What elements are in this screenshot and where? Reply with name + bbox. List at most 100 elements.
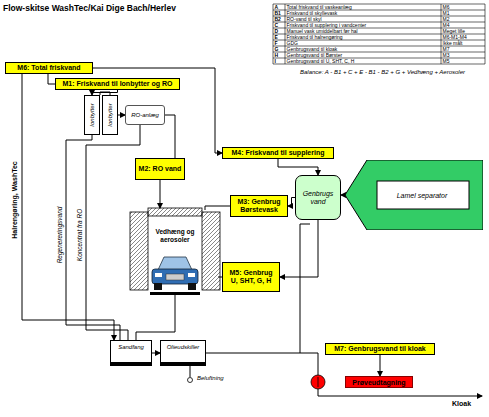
meter-box: M2: RO vand: [135, 158, 185, 180]
note-label: Vedhæng og aerosoler: [150, 228, 200, 243]
table-cell: H: [273, 52, 285, 58]
sample-box: Prøveudtagning: [345, 376, 413, 388]
meter-box: M1: Friskvand til Ionbytter og RO: [55, 78, 180, 90]
car-illustration: [158, 257, 192, 270]
table-cell: D: [273, 28, 285, 34]
table-cell: Genbrugsvand til U, SHT, C, H: [285, 58, 441, 64]
node-text: Ionbytter: [107, 103, 113, 126]
node-text: RO-anlæg: [131, 112, 159, 118]
car-wash: [130, 208, 220, 295]
note-label: Beluftning: [197, 375, 224, 381]
table-cell: Friskvand til skyllevask: [285, 10, 441, 16]
car-illustration: [152, 269, 198, 284]
aeration-symbol: [188, 378, 193, 383]
ro-unit: RO-anlæg: [125, 105, 165, 125]
table-cell: Genbrugsvand til Børster: [285, 52, 441, 58]
node-text: M2: RO vand: [139, 165, 182, 173]
note-label: Kloak: [452, 400, 471, 407]
pipe-connector: [380, 355, 381, 376]
note-label: Regenereringsvand: [56, 207, 63, 264]
pipe-connector: [152, 353, 160, 354]
table-cell: Manuel vask umiddelbart før hal: [285, 28, 441, 34]
car-wash: [130, 212, 148, 290]
pipe: [22, 68, 482, 396]
pipe: [66, 135, 120, 340]
car-illustration: [155, 273, 162, 277]
car-wash: [150, 292, 200, 295]
table-cell: M7: [441, 46, 485, 52]
sand-trap: Sandfang: [110, 340, 152, 366]
table-cell: M3: [441, 52, 485, 58]
table-cell: M2: [441, 16, 485, 22]
pipe-connector: [118, 115, 125, 116]
node-text: Ionbytter: [89, 103, 95, 126]
table-cell: Ikke målt: [441, 40, 485, 46]
oil-separator: Olieudskiller: [160, 340, 206, 366]
ion-exchanger: Ionbytter: [84, 95, 100, 135]
table-cell: C: [273, 22, 285, 28]
node-text: Prøveudtagning: [352, 379, 405, 386]
diagram-title: Flow-skitse WashTec/Kai Dige Bach/Herlev: [3, 3, 176, 13]
node-text: M3: Genbrug Børstevask: [233, 198, 285, 214]
table-cell: Meget lille: [441, 28, 485, 34]
table-cell: B1: [273, 10, 285, 16]
table-cell: Friskvand til halrengøring: [285, 34, 441, 40]
car-illustration: [166, 274, 184, 280]
pipe: [22, 74, 114, 340]
pipe-connector: [341, 195, 345, 196]
note-label: Koncentrat fra RO: [76, 209, 83, 261]
car-illustration: [188, 273, 195, 277]
meter-box: M4: Friskvand til supplering: [222, 147, 334, 159]
table-cell: GDG: [285, 40, 441, 46]
node-text: Genbrugs vand: [296, 190, 340, 206]
pipe: [165, 115, 175, 158]
table-cell: Friskvand til supplering i vandcenter: [285, 22, 441, 28]
pump-symbol: [311, 375, 325, 389]
pipe-connector: [280, 220, 318, 277]
pipe-connector: [278, 159, 318, 175]
pump-symbol: [311, 375, 325, 389]
table-grid: [273, 4, 485, 64]
meter-box: M7: Genbrugsvand til kloak: [325, 343, 435, 355]
table-cell: M6-M1-M4: [441, 34, 485, 40]
table-cell: Total friskvand til vaskeanlæg: [285, 4, 441, 10]
table-cell: E: [273, 34, 285, 40]
table-cell: B2: [273, 16, 285, 22]
note-label: Balance: A - B1 + C + E - B1 - B2 + G + …: [300, 69, 465, 75]
pipe: [205, 206, 230, 210]
node-text: M4: Friskvand til supplering: [232, 149, 325, 157]
table-cell: M5: [441, 58, 485, 64]
pipe: [136, 292, 175, 340]
ion-exchanger: Ionbytter: [102, 95, 118, 135]
node-text: Lamel separator: [397, 192, 448, 199]
node-text: M1: Friskvand til Ionbytter og RO: [62, 80, 172, 88]
node-text: M6: Total friskvand: [17, 64, 80, 72]
table-cell: F: [273, 40, 285, 46]
node-text: M5: Genbrug U, SHT, G, H: [225, 269, 277, 285]
pipe: [48, 74, 55, 84]
table-cell: M6: [441, 4, 485, 10]
car-wash: [202, 212, 220, 290]
lamella-separator: Lamel separator: [345, 160, 483, 230]
meter-box: M5: Genbrug U, SHT, G, H: [222, 262, 280, 292]
car-illustration: [152, 257, 198, 290]
pump-symbol: [318, 377, 319, 387]
pipe: [300, 224, 310, 353]
node-text: M7: Genbrugsvand til kloak: [334, 345, 425, 353]
table-cell: RO-vand til skyl: [285, 16, 441, 22]
node-text: Sandfang: [118, 344, 144, 350]
table-cell: M4: [441, 22, 485, 28]
car-illustration: [188, 283, 196, 290]
recycle-tank: Genbrugs vand: [295, 175, 341, 220]
meter-box: M6: Total friskvand: [5, 62, 93, 74]
note-label: Halrengøring, WashTec: [11, 161, 18, 238]
table-cell: Genbrugsvand til kloak: [285, 46, 441, 52]
separator-outline: [345, 160, 483, 230]
meter-box: M3: Genbrug Børstevask: [230, 195, 288, 217]
pipe: [190, 366, 191, 377]
pipe: [318, 389, 482, 396]
pipe: [160, 180, 161, 208]
table-cell: A: [273, 4, 285, 10]
car-illustration: [154, 283, 162, 290]
pipe-connector: [288, 198, 295, 207]
